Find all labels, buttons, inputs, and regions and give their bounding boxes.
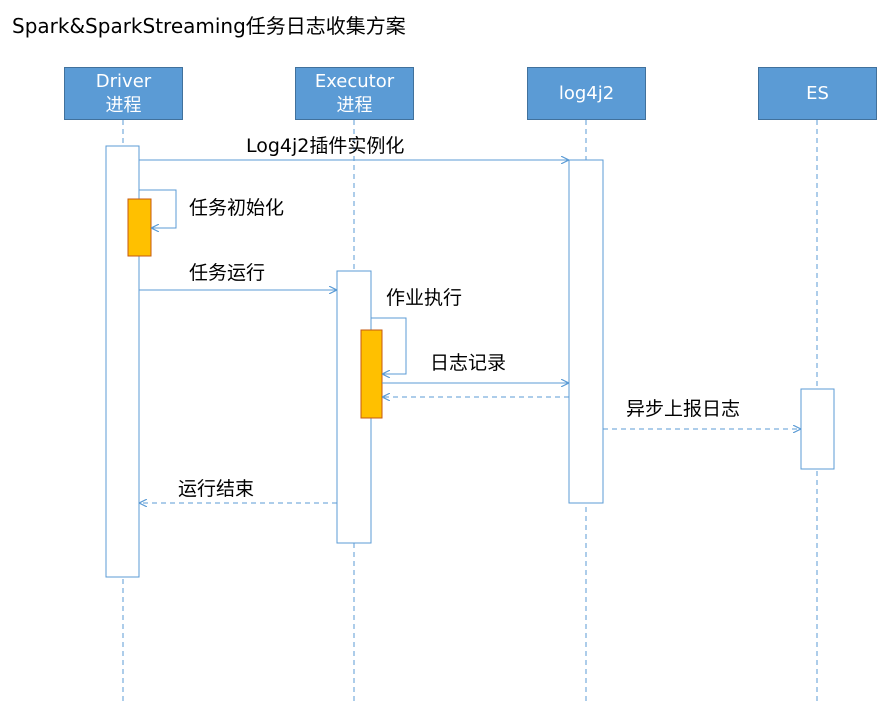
participant-log4j2: log4j2 xyxy=(527,67,646,120)
arrow-task-init-self xyxy=(139,189,177,228)
label-job-exec: 作业执行 xyxy=(386,287,463,309)
diagram-title: Spark&SparkStreaming任务日志收集方案 xyxy=(12,14,406,38)
participant-log4j2-name: log4j2 xyxy=(558,82,615,104)
label-log-record: 日志记录 xyxy=(430,352,507,374)
participant-driver-name: Driver xyxy=(95,70,152,92)
activation-log4j2 xyxy=(568,159,604,504)
participant-executor-sub: 进程 xyxy=(336,94,373,116)
activation-executor-job-exec xyxy=(360,329,383,419)
label-run-end: 运行结束 xyxy=(178,478,255,500)
participant-driver: Driver 进程 xyxy=(64,67,183,120)
participant-executor: Executor 进程 xyxy=(295,67,414,120)
participant-es: ES xyxy=(758,67,877,120)
participant-driver-sub: 进程 xyxy=(105,94,142,116)
label-async-report: 异步上报日志 xyxy=(626,398,741,420)
participant-executor-name: Executor xyxy=(314,70,395,92)
label-task-run: 任务运行 xyxy=(189,262,266,284)
label-task-init: 任务初始化 xyxy=(189,197,285,219)
activation-driver-task-init xyxy=(127,198,152,257)
participant-es-name: ES xyxy=(806,82,829,104)
label-plugin-init: Log4j2插件实例化 xyxy=(246,135,405,157)
arrow-job-exec-self xyxy=(371,317,407,374)
activation-es xyxy=(800,388,835,470)
